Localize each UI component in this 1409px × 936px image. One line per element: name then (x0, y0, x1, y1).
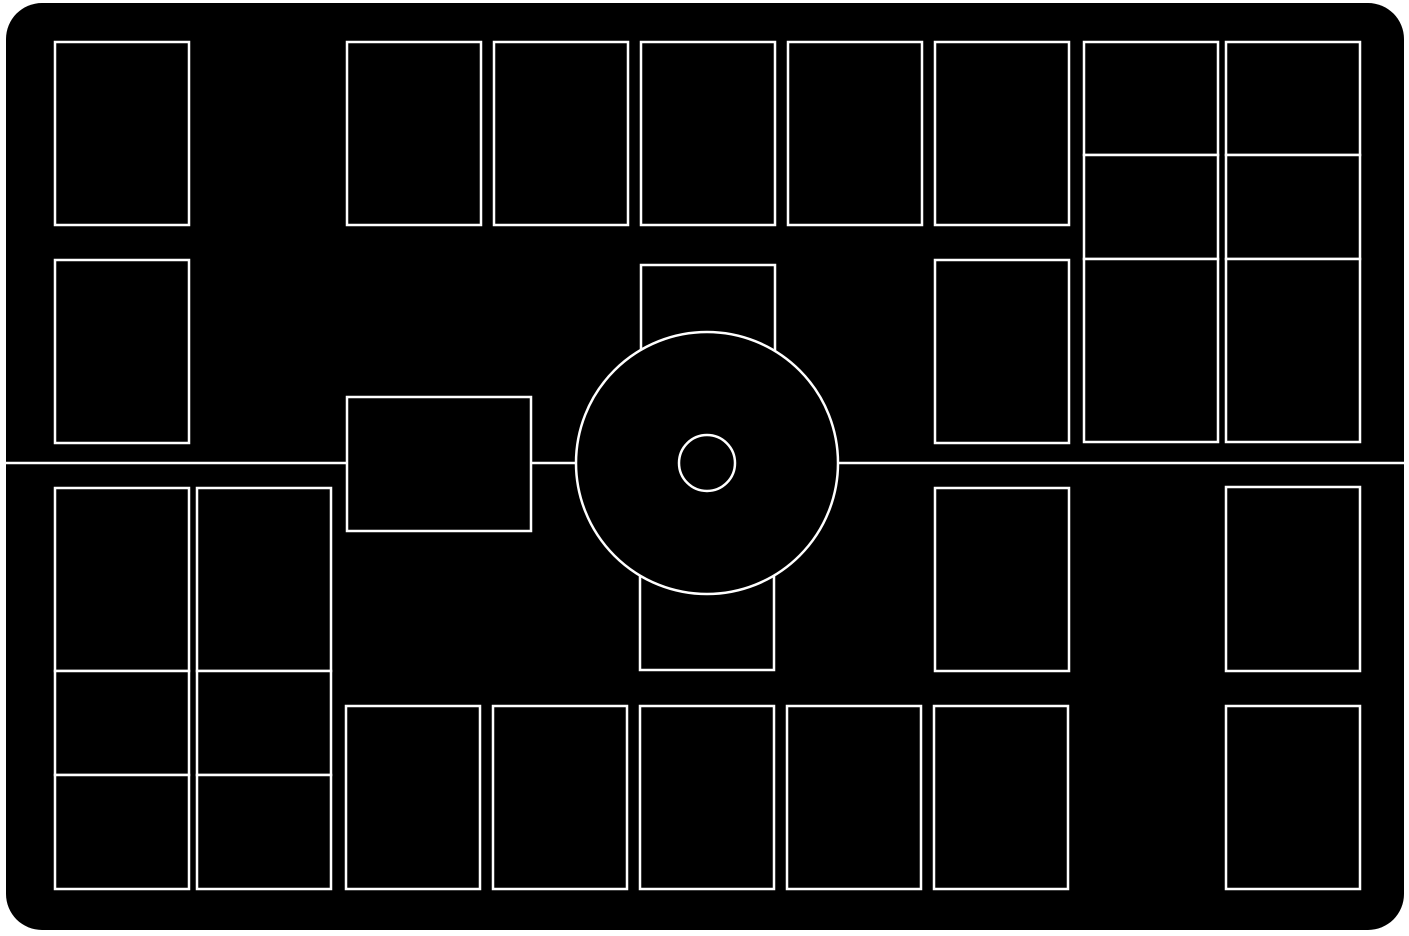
card-zone (638, 704, 776, 891)
card-zone-small (1224, 153, 1362, 261)
card-zone (932, 704, 1070, 891)
horizontal-zone (345, 395, 533, 533)
card-zone-small (1082, 40, 1220, 157)
card-zone (53, 486, 191, 673)
card-zone (1082, 257, 1220, 444)
card-zone (933, 486, 1071, 673)
card-zone (345, 40, 483, 227)
card-zone (933, 258, 1071, 445)
card-zone (195, 486, 333, 673)
card-zone-small (53, 773, 191, 891)
card-zone (53, 40, 191, 227)
card-zone-small (53, 669, 191, 777)
card-zone-small (1082, 153, 1220, 261)
card-zone (491, 704, 629, 891)
card-zone (53, 258, 191, 445)
card-zone (933, 40, 1071, 227)
card-zone (786, 40, 924, 227)
card-zone (785, 704, 923, 891)
card-zone (344, 704, 482, 891)
card-zone-small (195, 773, 333, 891)
card-zone (492, 40, 630, 227)
card-zone (639, 40, 777, 227)
card-zone (1224, 485, 1362, 673)
center-inner-circle (677, 433, 737, 493)
card-zone-small (195, 669, 333, 777)
card-zone (1224, 257, 1362, 444)
card-zone (1224, 704, 1362, 891)
card-zone-small (1224, 40, 1362, 157)
